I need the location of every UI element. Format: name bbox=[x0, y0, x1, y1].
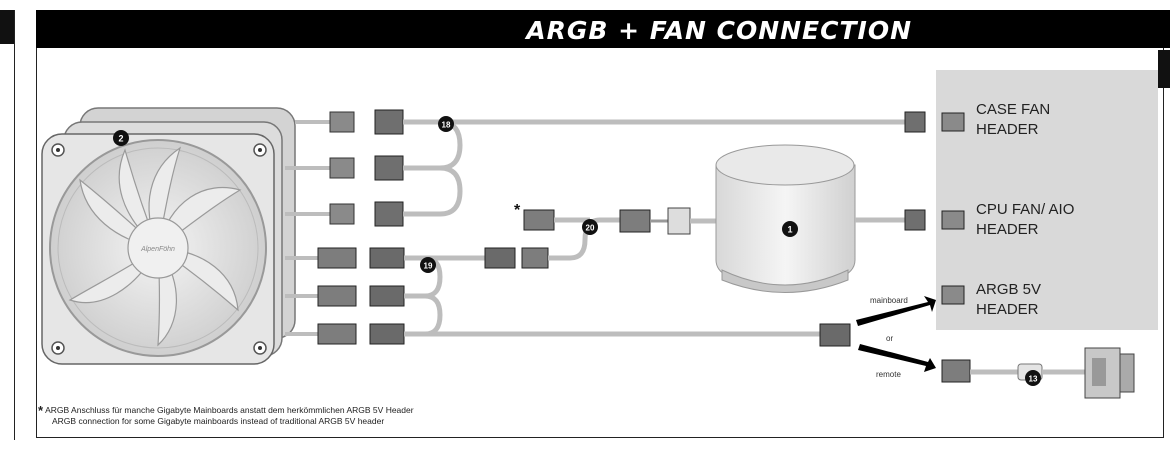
left-edge-line bbox=[14, 10, 15, 440]
svg-text:2: 2 bbox=[118, 134, 123, 144]
adapter-in-plug bbox=[521, 247, 549, 269]
case-fan-header-label-2: HEADER bbox=[976, 121, 1039, 138]
route-arrows bbox=[856, 296, 936, 372]
argb-end-plug bbox=[819, 323, 851, 347]
route-label-or: or bbox=[886, 334, 893, 343]
footnote-line-en: ARGB connection for some Gigabyte mainbo… bbox=[52, 416, 385, 426]
svg-text:18: 18 bbox=[442, 121, 451, 130]
marker-fan: 2 bbox=[113, 130, 129, 146]
argb-plugs bbox=[317, 247, 357, 345]
svg-text:13: 13 bbox=[1029, 375, 1038, 384]
fan-splitter-connectors bbox=[374, 109, 404, 227]
title-bar: ARGB + FAN CONNECTION bbox=[36, 10, 1170, 48]
motherboard-panel bbox=[936, 70, 1158, 330]
gigabyte-adapter bbox=[523, 207, 716, 261]
footnote-asterisk: * bbox=[38, 403, 44, 418]
svg-text:20: 20 bbox=[586, 224, 595, 233]
left-edge-bar bbox=[0, 10, 14, 44]
argb-header-label-2: HEADER bbox=[976, 301, 1039, 318]
asterisk-mark: * bbox=[514, 202, 521, 219]
diagram-title: ARGB + FAN CONNECTION bbox=[526, 16, 912, 45]
fan-plugs bbox=[329, 111, 355, 225]
marker-remote: 13 bbox=[1025, 370, 1041, 386]
argb-male-plug bbox=[484, 247, 516, 269]
panel-edge-tab bbox=[1158, 50, 1170, 88]
marker-cooler: 1 bbox=[782, 221, 798, 237]
fan-stack: AlpenFöhn bbox=[41, 107, 296, 365]
footnote-line-de: ARGB Anschluss für manche Gigabyte Mainb… bbox=[45, 405, 414, 415]
diagram-frame bbox=[36, 10, 1164, 438]
footnote: *ARGB Anschluss für manche Gigabyte Main… bbox=[38, 403, 414, 427]
svg-text:1: 1 bbox=[787, 225, 792, 235]
route-label-mainboard: mainboard bbox=[870, 296, 908, 305]
aio-pump bbox=[715, 144, 926, 293]
marker-fan-splitter: 18 bbox=[438, 116, 454, 132]
case-fan-header-label-1: CASE FAN bbox=[976, 101, 1050, 118]
argb-header-label-1: ARGB 5V bbox=[976, 281, 1041, 298]
cpu-fan-header-label-2: HEADER bbox=[976, 221, 1039, 238]
cpu-fan-header-label-1: CPU FAN/ AIO bbox=[976, 201, 1074, 218]
fan-logo: AlpenFöhn bbox=[140, 246, 175, 253]
marker-argb-splitter: 19 bbox=[420, 257, 436, 273]
case-fan-plug bbox=[904, 111, 926, 133]
svg-text:19: 19 bbox=[424, 262, 433, 271]
marker-gigabyte-adapter: 20 bbox=[582, 219, 598, 235]
mobo-headers bbox=[941, 112, 965, 305]
route-label-remote: remote bbox=[876, 370, 901, 379]
argb-splitter-connectors bbox=[369, 247, 405, 345]
